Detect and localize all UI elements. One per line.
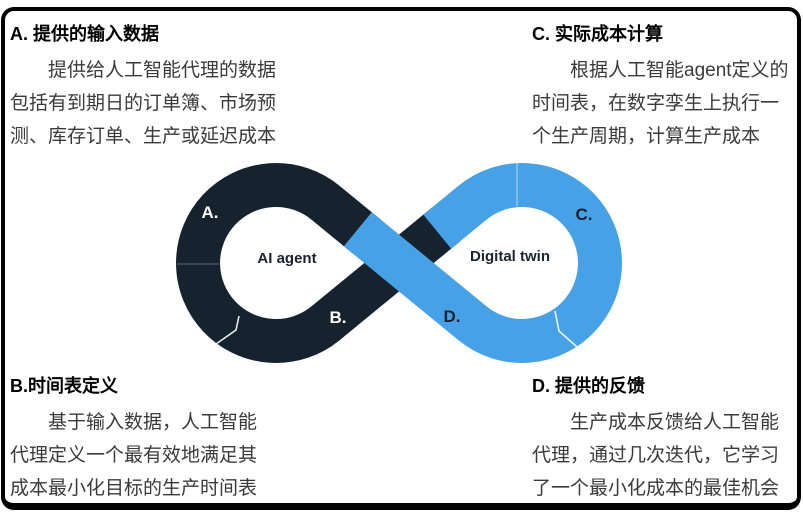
digital-twin-label: Digital twin [470, 248, 550, 265]
section-c-title: C. 实际成本计算 [532, 24, 664, 44]
section-b-line-3: 成本最小化目标的生产时间表 [10, 478, 258, 499]
marker-d: D. [444, 307, 461, 326]
ai-agent-loop-band [176, 163, 460, 363]
section-a-line-2: 包括有到期日的订单簿、市场预 [10, 93, 277, 114]
section-b-line-2: 代理定义一个最有效地满足其 [10, 445, 258, 466]
section-a-line-1: 提供给人工智能代理的数据 [48, 60, 277, 81]
digital-twin-loop-band [343, 163, 622, 363]
section-b-title: B.时间表定义 [10, 376, 118, 396]
section-c-line-1: 根据人工智能agent定义的 [570, 60, 789, 81]
section-b-line-1: 基于输入数据，人工智能 [48, 412, 258, 433]
section-b: B.时间表定义 基于输入数据，人工智能 代理定义一个最有效地满足其 成本最小化目… [10, 372, 288, 505]
section-d-line-1: 生产成本反馈给人工智能 [570, 412, 780, 433]
marker-a: A. [202, 203, 219, 222]
section-c-line-2: 时间表，在数字孪生上执行一 [532, 93, 780, 114]
ai-agent-label: AI agent [257, 250, 316, 267]
left-loop-flow-chevron-icon [215, 315, 240, 345]
section-a: A. 提供的输入数据 提供给人工智能代理的数据 包括有到期日的订单簿、市场预 测… [10, 20, 288, 153]
section-c-line-3: 个生产周期，计算生产成本 [532, 126, 761, 147]
section-a-line-3: 测、库存订单、生产或延迟成本 [10, 126, 277, 147]
section-d-line-2: 代理，通过几次迭代，它学习 [532, 445, 780, 466]
section-d-title: D. 提供的反馈 [532, 376, 646, 396]
section-c: C. 实际成本计算 根据人工智能agent定义的 时间表，在数字孪生上执行一 个… [532, 20, 803, 153]
section-d-line-3: 了一个最小化成本的最佳机会 [532, 478, 780, 499]
right-loop-flow-chevron-icon [554, 310, 578, 348]
section-d: D. 提供的反馈 生产成本反馈给人工智能 代理，通过几次迭代，它学习 了一个最小… [532, 372, 803, 505]
marker-c: C. [576, 205, 593, 224]
marker-b: B. [330, 308, 347, 327]
section-a-title: A. 提供的输入数据 [10, 24, 160, 44]
